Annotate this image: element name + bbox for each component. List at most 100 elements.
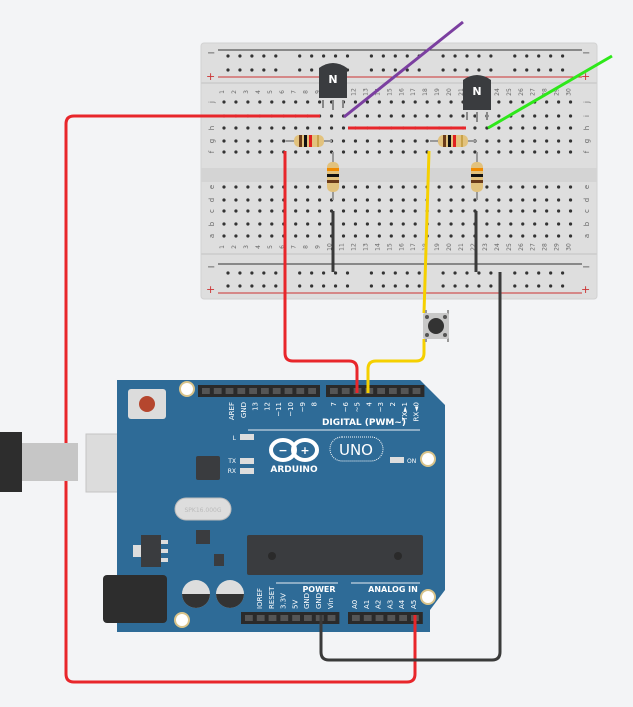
- breadboard-hole[interactable]: [557, 198, 561, 202]
- breadboard-hole[interactable]: [377, 150, 381, 154]
- breadboard-hole[interactable]: [437, 185, 441, 189]
- rail-hole[interactable]: [441, 68, 445, 72]
- breadboard-hole[interactable]: [521, 139, 525, 143]
- breadboard-hole[interactable]: [461, 209, 465, 213]
- breadboard-hole[interactable]: [557, 126, 561, 130]
- breadboard-hole[interactable]: [246, 126, 250, 130]
- rail-hole[interactable]: [298, 54, 302, 58]
- breadboard-hole[interactable]: [509, 126, 513, 130]
- rail-hole[interactable]: [238, 284, 242, 288]
- rail-hole[interactable]: [381, 54, 385, 58]
- header-pin[interactable]: [261, 388, 269, 394]
- rail-hole[interactable]: [369, 68, 373, 72]
- rail-hole[interactable]: [310, 271, 314, 275]
- rail-hole[interactable]: [453, 271, 457, 275]
- breadboard-hole[interactable]: [401, 222, 405, 226]
- breadboard-hole[interactable]: [365, 139, 369, 143]
- breadboard-hole[interactable]: [353, 139, 358, 143]
- breadboard-hole[interactable]: [533, 150, 537, 154]
- breadboard-hole[interactable]: [557, 222, 561, 226]
- breadboard-hole[interactable]: [545, 100, 549, 104]
- breadboard-hole[interactable]: [377, 139, 381, 143]
- header-pin[interactable]: [330, 388, 338, 394]
- rail-hole[interactable]: [369, 284, 373, 288]
- breadboard-hole[interactable]: [353, 222, 358, 226]
- breadboard-hole[interactable]: [461, 185, 465, 189]
- breadboard-hole[interactable]: [449, 100, 453, 104]
- breadboard-hole[interactable]: [270, 100, 274, 104]
- breadboard-hole[interactable]: [461, 198, 465, 202]
- breadboard-hole[interactable]: [258, 209, 262, 213]
- breadboard-hole[interactable]: [509, 100, 513, 104]
- breadboard-hole[interactable]: [485, 222, 489, 226]
- rail-hole[interactable]: [226, 271, 230, 275]
- breadboard-hole[interactable]: [545, 209, 549, 213]
- rail-hole[interactable]: [393, 54, 397, 58]
- rail-hole[interactable]: [549, 54, 553, 58]
- rail-hole[interactable]: [561, 271, 565, 275]
- header-pin[interactable]: [213, 388, 222, 394]
- rail-hole[interactable]: [298, 284, 302, 288]
- breadboard-hole[interactable]: [341, 185, 346, 189]
- breadboard-hole[interactable]: [365, 150, 369, 154]
- breadboard-hole[interactable]: [521, 234, 525, 238]
- breadboard-hole[interactable]: [545, 139, 549, 143]
- breadboard-hole[interactable]: [318, 150, 322, 154]
- breadboard-hole[interactable]: [557, 150, 561, 154]
- breadboard-hole[interactable]: [222, 198, 226, 202]
- breadboard-hole[interactable]: [389, 222, 393, 226]
- breadboard-hole[interactable]: [365, 234, 369, 238]
- rail-hole[interactable]: [381, 284, 385, 288]
- breadboard-hole[interactable]: [533, 198, 537, 202]
- header-pin[interactable]: [284, 388, 293, 394]
- breadboard-hole[interactable]: [294, 126, 298, 130]
- header-pin[interactable]: [249, 388, 257, 394]
- header-pin[interactable]: [237, 388, 246, 394]
- header-pin[interactable]: [256, 615, 265, 621]
- rail-hole[interactable]: [405, 54, 409, 58]
- breadboard-hole[interactable]: [497, 234, 501, 238]
- breadboard-hole[interactable]: [234, 198, 238, 202]
- rail-hole[interactable]: [405, 284, 409, 288]
- rail-hole[interactable]: [310, 68, 314, 72]
- breadboard-hole[interactable]: [449, 222, 453, 226]
- breadboard-hole[interactable]: [437, 114, 441, 118]
- breadboard-hole[interactable]: [413, 114, 417, 118]
- breadboard-hole[interactable]: [270, 209, 274, 213]
- rail-hole[interactable]: [513, 271, 517, 275]
- rail-hole[interactable]: [561, 68, 565, 72]
- breadboard-hole[interactable]: [294, 185, 298, 189]
- breadboard-hole[interactable]: [533, 222, 537, 226]
- breadboard-hole[interactable]: [341, 126, 346, 130]
- breadboard-hole[interactable]: [329, 114, 334, 118]
- breadboard-hole[interactable]: [449, 150, 453, 154]
- breadboard-hole[interactable]: [222, 150, 226, 154]
- breadboard-hole[interactable]: [365, 222, 369, 226]
- breadboard-hole[interactable]: [473, 150, 477, 154]
- rail-hole[interactable]: [489, 271, 493, 275]
- header-pin[interactable]: [389, 388, 397, 394]
- breadboard-hole[interactable]: [353, 100, 358, 104]
- rail-hole[interactable]: [489, 284, 493, 288]
- breadboard-hole[interactable]: [258, 222, 262, 226]
- rail-hole[interactable]: [274, 284, 278, 288]
- rail-hole[interactable]: [250, 271, 254, 275]
- breadboard-hole[interactable]: [377, 209, 381, 213]
- breadboard-hole[interactable]: [270, 139, 274, 143]
- header-pin[interactable]: [387, 615, 396, 621]
- breadboard-hole[interactable]: [413, 185, 417, 189]
- breadboard-hole[interactable]: [270, 234, 274, 238]
- breadboard-hole[interactable]: [509, 198, 513, 202]
- breadboard-hole[interactable]: [246, 150, 250, 154]
- breadboard-hole[interactable]: [545, 222, 549, 226]
- breadboard-hole[interactable]: [521, 209, 525, 213]
- breadboard-hole[interactable]: [318, 222, 322, 226]
- breadboard-hole[interactable]: [306, 150, 310, 154]
- rail-hole[interactable]: [262, 284, 266, 288]
- breadboard-hole[interactable]: [294, 100, 298, 104]
- resistor-vertical-2[interactable]: [471, 152, 483, 200]
- breadboard-hole[interactable]: [222, 222, 226, 226]
- breadboard-hole[interactable]: [509, 209, 513, 213]
- rail-hole[interactable]: [369, 271, 373, 275]
- breadboard-hole[interactable]: [461, 150, 465, 154]
